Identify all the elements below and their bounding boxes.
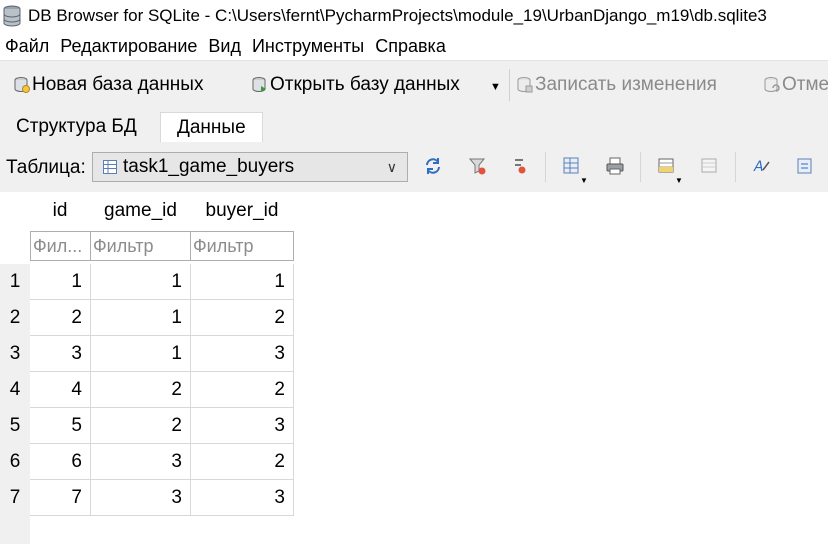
find-replace-icon[interactable] bbox=[795, 156, 815, 176]
save-table-dropdown-icon[interactable]: ▼ bbox=[580, 176, 588, 185]
find-text-icon[interactable]: A bbox=[752, 156, 772, 176]
table-cell-buyer-id[interactable]: 3 bbox=[191, 336, 294, 372]
row-number[interactable]: 4 bbox=[0, 372, 30, 408]
row-number[interactable]: 7 bbox=[0, 480, 30, 516]
tab-browse-data-label: Данные bbox=[177, 117, 246, 138]
revert-changes-label: Отме bbox=[782, 74, 828, 95]
selected-table-name: task1_game_buyers bbox=[123, 156, 295, 177]
title-bar: DB Browser for SQLite - C:\Users\fernt\P… bbox=[0, 0, 828, 32]
table-label: Таблица: bbox=[6, 157, 86, 178]
database-app-icon bbox=[3, 5, 21, 27]
table-cell-game-id[interactable]: 3 bbox=[91, 480, 191, 516]
table-cell-buyer-id[interactable]: 3 bbox=[191, 480, 294, 516]
filter-input-id[interactable]: Фил... bbox=[30, 231, 91, 261]
table-cell-game-id[interactable]: 1 bbox=[91, 264, 191, 300]
menu-view[interactable]: Вид bbox=[208, 35, 241, 56]
revert-changes-button[interactable]: Отме bbox=[764, 72, 828, 98]
write-changes-icon bbox=[517, 77, 533, 93]
table-cell-buyer-id[interactable]: 1 bbox=[191, 264, 294, 300]
table-cell-buyer-id[interactable]: 2 bbox=[191, 444, 294, 480]
row-number[interactable]: 1 bbox=[0, 264, 30, 300]
table-cell-id[interactable]: 7 bbox=[30, 480, 91, 516]
table-cell-game-id[interactable]: 1 bbox=[91, 336, 191, 372]
tab-bar: Структура БД Данные bbox=[0, 108, 828, 143]
tab-db-structure-label: Структура БД bbox=[16, 116, 137, 137]
table-icon bbox=[103, 160, 117, 174]
column-header-label: id bbox=[52, 200, 68, 221]
toolbar-separator bbox=[735, 152, 736, 182]
table-cell-id[interactable]: 2 bbox=[30, 300, 91, 336]
table-cell-id[interactable]: 3 bbox=[30, 336, 91, 372]
chevron-down-icon: ∨ bbox=[386, 159, 397, 175]
table-cell-id[interactable]: 1 bbox=[30, 264, 91, 300]
table-cell-buyer-id[interactable]: 2 bbox=[191, 300, 294, 336]
filter-input-buyer-id[interactable]: Фильтр bbox=[190, 231, 294, 261]
grid-corner bbox=[0, 192, 30, 264]
open-database-icon bbox=[252, 77, 266, 92]
delete-record-icon[interactable] bbox=[700, 156, 720, 176]
revert-changes-icon bbox=[764, 77, 780, 92]
filter-input-game-id[interactable]: Фильтр bbox=[90, 231, 191, 261]
table-selector-bar: Таблица: task1_game_buyers ∨ ▼ ▼ bbox=[0, 142, 828, 192]
table-cell-game-id[interactable]: 1 bbox=[91, 300, 191, 336]
column-header-label: buyer_id bbox=[205, 200, 279, 221]
table-cell-buyer-id[interactable]: 3 bbox=[191, 408, 294, 444]
table-cell-id[interactable]: 4 bbox=[30, 372, 91, 408]
table-cell-game-id[interactable]: 3 bbox=[91, 444, 191, 480]
write-changes-label: Записать изменения bbox=[535, 74, 717, 95]
new-database-button[interactable]: Новая база данных bbox=[14, 72, 203, 98]
menu-bar: Файл Редактирование Вид Инструменты Спра… bbox=[0, 32, 828, 60]
column-header-id[interactable]: id bbox=[30, 192, 90, 230]
open-database-button[interactable]: Открыть базу данных bbox=[252, 72, 460, 98]
toolbar-separator bbox=[509, 69, 510, 101]
table-cell-game-id[interactable]: 2 bbox=[91, 408, 191, 444]
write-changes-button[interactable]: Записать изменения bbox=[517, 72, 717, 98]
toolbar-separator bbox=[545, 152, 546, 182]
table-cell-game-id[interactable]: 2 bbox=[91, 372, 191, 408]
column-header-game-id[interactable]: game_id bbox=[91, 192, 190, 230]
main-toolbar: Новая база данных Открыть базу данных ▼ … bbox=[0, 60, 828, 109]
clear-sorting-icon[interactable] bbox=[511, 156, 531, 176]
row-number[interactable]: 5 bbox=[0, 408, 30, 444]
table-select[interactable]: task1_game_buyers ∨ bbox=[92, 152, 408, 182]
menu-edit[interactable]: Редактирование bbox=[60, 35, 198, 56]
window-title: DB Browser for SQLite - C:\Users\fernt\P… bbox=[28, 6, 767, 25]
menu-file[interactable]: Файл bbox=[5, 35, 50, 56]
row-number[interactable]: 3 bbox=[0, 336, 30, 372]
row-number[interactable]: 2 bbox=[0, 300, 30, 336]
table-cell-buyer-id[interactable]: 2 bbox=[191, 372, 294, 408]
table-cell-id[interactable]: 6 bbox=[30, 444, 91, 480]
row-number[interactable]: 6 bbox=[0, 444, 30, 480]
toolbar-separator bbox=[640, 152, 641, 182]
insert-record-dropdown-icon[interactable]: ▼ bbox=[675, 176, 683, 185]
column-header-buyer-id[interactable]: buyer_id bbox=[191, 192, 293, 230]
insert-record-icon[interactable] bbox=[657, 156, 677, 176]
svg-text:A: A bbox=[753, 159, 764, 175]
menu-help[interactable]: Справка bbox=[375, 35, 446, 56]
open-database-dropdown-icon[interactable]: ▼ bbox=[490, 81, 501, 93]
clear-filters-icon[interactable] bbox=[468, 156, 488, 176]
tab-browse-data[interactable]: Данные bbox=[160, 112, 263, 143]
menu-tools[interactable]: Инструменты bbox=[251, 35, 365, 56]
table-cell-id[interactable]: 5 bbox=[30, 408, 91, 444]
data-grid: id game_id buyer_id Фил... Фильтр Фильтр… bbox=[0, 192, 828, 544]
refresh-icon[interactable] bbox=[423, 156, 443, 176]
tab-db-structure[interactable]: Структура БД bbox=[0, 112, 153, 142]
open-database-label: Открыть базу данных bbox=[270, 74, 460, 95]
new-database-icon bbox=[14, 77, 30, 93]
column-header-label: game_id bbox=[104, 200, 177, 221]
new-database-label: Новая база данных bbox=[32, 74, 204, 95]
save-table-icon[interactable] bbox=[562, 156, 582, 176]
print-icon[interactable] bbox=[605, 156, 625, 176]
